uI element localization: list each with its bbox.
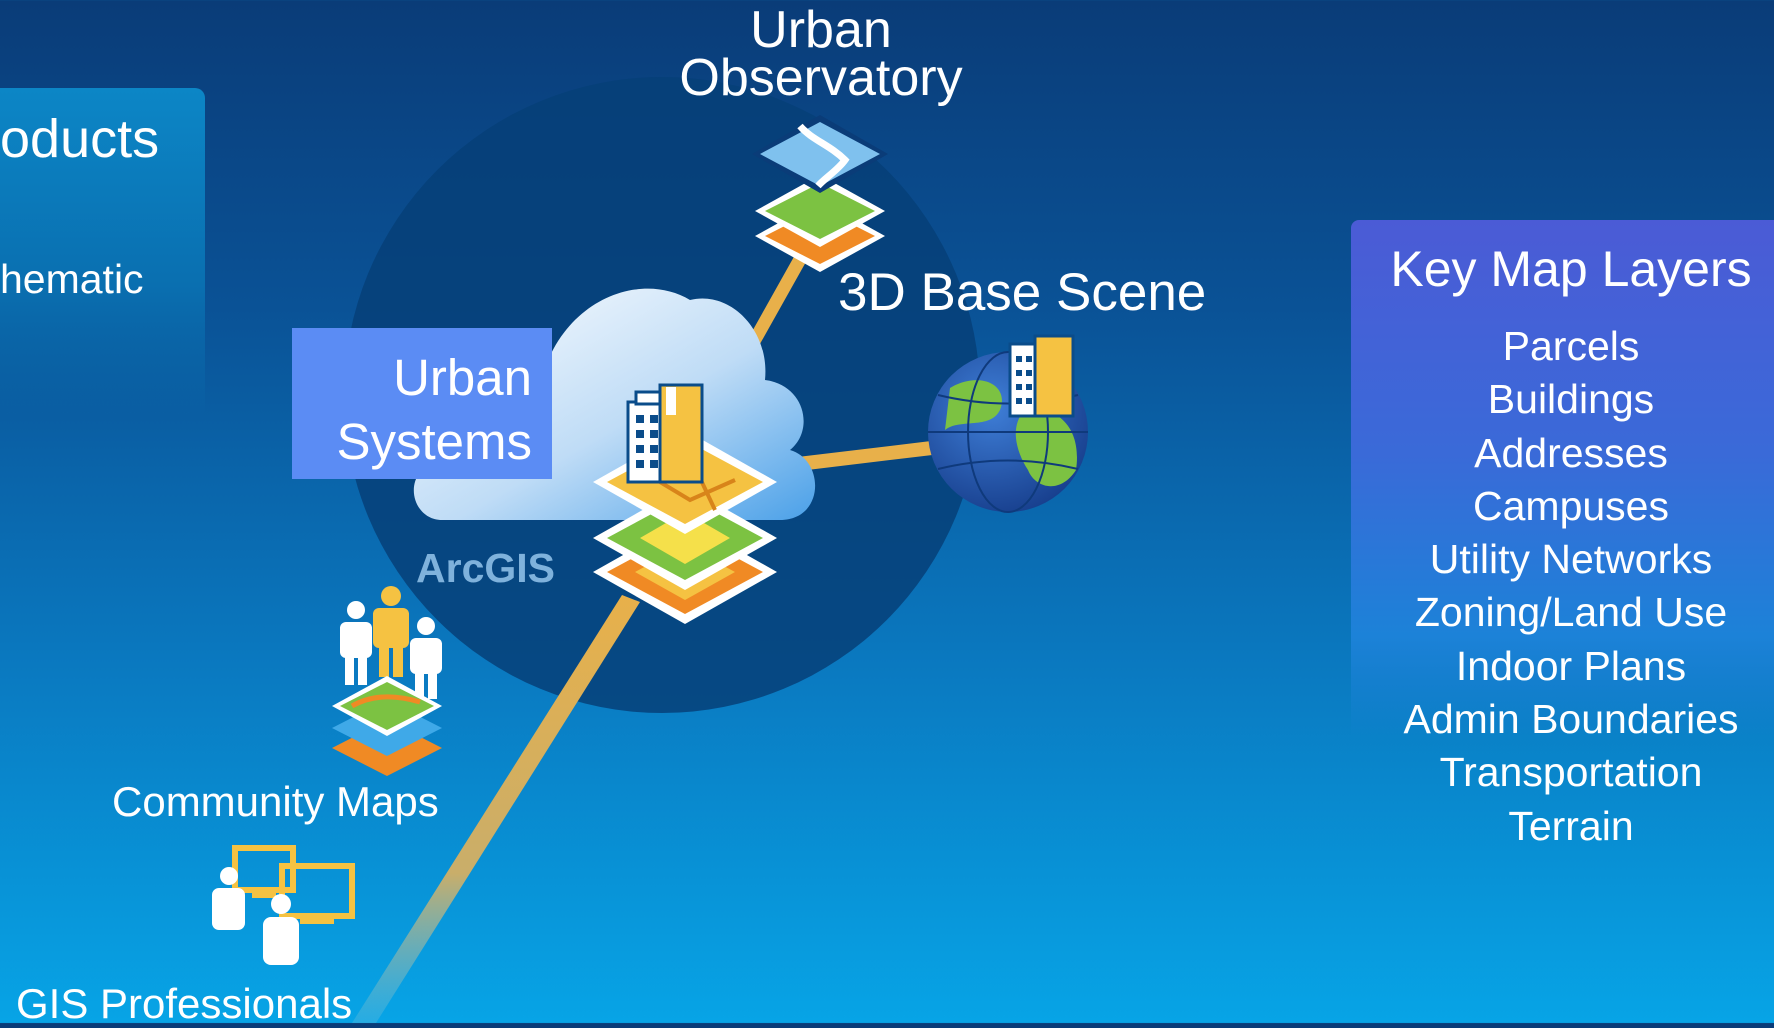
community-maps-label: Community Maps <box>112 778 439 825</box>
urban-observatory-line2: Observatory <box>679 49 963 107</box>
urban-observatory-label: Urban Observatory <box>676 1 966 107</box>
key-map-layers-list: Parcels Buildings Addresses Campuses Uti… <box>1351 320 1774 853</box>
layer-item: Buildings <box>1487 376 1655 423</box>
key-map-layers-title: Key Map Layers <box>1390 241 1752 297</box>
key-map-layers-panel <box>1351 220 1774 740</box>
urban-systems-line2: Systems <box>336 413 532 470</box>
buildings-icon <box>626 383 704 484</box>
layer-item: Parcels <box>1502 323 1640 369</box>
connector-observatory <box>741 238 815 359</box>
layer-item: Transportation <box>1439 749 1703 796</box>
layer-item: Utility Networks <box>1429 536 1713 583</box>
left-panel-subtitle: hematic <box>0 256 144 302</box>
arcgis-label: ArcGIS <box>416 545 555 591</box>
layer-item: Zoning/Land Use <box>1414 589 1728 636</box>
urban-observatory-line1: Urban <box>750 1 892 59</box>
layer-item: Admin Boundaries <box>1403 696 1739 743</box>
urban-systems-box: Urban Systems <box>292 328 552 479</box>
connector-professionals <box>352 595 640 1023</box>
base-scene-label: 3D Base Scene <box>838 263 1207 322</box>
left-panel <box>0 88 205 418</box>
layer-item: Indoor Plans <box>1455 642 1687 689</box>
layer-item: Terrain <box>1508 802 1634 849</box>
left-panel-title: oducts <box>0 109 160 169</box>
globe-icon <box>928 334 1088 513</box>
urban-systems-line1: Urban <box>393 349 532 406</box>
gis-professionals-label: GIS Professionals <box>16 980 353 1027</box>
connector-base-scene <box>783 440 947 472</box>
observatory-layers-icon <box>752 115 888 272</box>
gis-professionals-icon <box>212 845 355 965</box>
layer-item: Addresses <box>1474 429 1668 476</box>
layer-item: Campuses <box>1473 482 1669 529</box>
community-maps-icon <box>332 586 442 776</box>
